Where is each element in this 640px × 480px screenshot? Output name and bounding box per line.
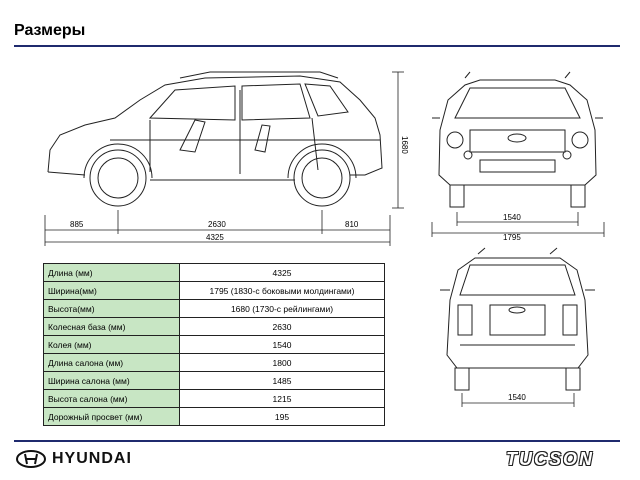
side-view-drawing <box>47 71 383 207</box>
front-overhang-label: 885 <box>70 220 84 229</box>
dimensions-table: Длина (мм)4325 Ширина(мм)1795 (1830-с бо… <box>43 263 385 426</box>
table-row: Ширина салона (мм)1485 <box>43 371 385 390</box>
row-value: 1680 (1730-с рейлингами) <box>179 299 385 318</box>
row-label: Ширина(мм) <box>43 281 180 300</box>
rear-track-label: 1540 <box>508 393 526 402</box>
page-title: Размеры <box>14 22 86 39</box>
table-row: Высота салона (мм)1215 <box>43 389 385 408</box>
row-label: Дорожный просвет (мм) <box>43 407 180 426</box>
row-value: 1215 <box>179 389 385 408</box>
row-label: Высота(мм) <box>43 299 180 318</box>
table-row: Длина салона (мм)1800 <box>43 353 385 372</box>
brand-name: HYUNDAI <box>52 450 132 467</box>
row-value: 195 <box>179 407 385 426</box>
table-row: Высота(мм)1680 (1730-с рейлингами) <box>43 299 385 318</box>
wheelbase-label: 2630 <box>208 220 226 229</box>
side-view-dimension-lines <box>44 71 404 246</box>
overall-length-label: 4325 <box>206 233 224 242</box>
row-value: 1540 <box>179 335 385 354</box>
table-row: Длина (мм)4325 <box>43 263 385 282</box>
rear-overhang-label: 810 <box>345 220 359 229</box>
row-label: Колесная база (мм) <box>43 317 180 336</box>
row-value: 4325 <box>179 263 385 282</box>
rear-view-dimension-lines <box>461 393 575 407</box>
front-view-drawing <box>432 71 603 208</box>
overall-width-label: 1795 <box>503 233 521 242</box>
rear-view-drawing <box>440 247 595 391</box>
brand-logo: HYUNDAI <box>16 450 132 468</box>
front-track-label: 1540 <box>503 213 521 222</box>
row-label: Длина (мм) <box>43 263 180 282</box>
table-row: Колея (мм)1540 <box>43 335 385 354</box>
table-row: Ширина(мм)1795 (1830-с боковыми молдинга… <box>43 281 385 300</box>
hyundai-emblem-icon <box>16 450 46 468</box>
row-label: Ширина салона (мм) <box>43 371 180 390</box>
table-row: Дорожный просвет (мм)195 <box>43 407 385 426</box>
row-value: 1485 <box>179 371 385 390</box>
row-value: 1795 (1830-с боковыми молдингами) <box>179 281 385 300</box>
row-label: Длина салона (мм) <box>43 353 180 372</box>
row-value: 1800 <box>179 353 385 372</box>
front-view-dimension-lines <box>431 212 605 237</box>
title-divider <box>14 45 620 47</box>
table-row: Колесная база (мм)2630 <box>43 317 385 336</box>
footer-divider <box>14 440 620 442</box>
model-name: TUCSON <box>506 449 594 469</box>
row-value: 2630 <box>179 317 385 336</box>
height-label: 1680 <box>400 136 409 154</box>
row-label: Высота салона (мм) <box>43 389 180 408</box>
row-label: Колея (мм) <box>43 335 180 354</box>
